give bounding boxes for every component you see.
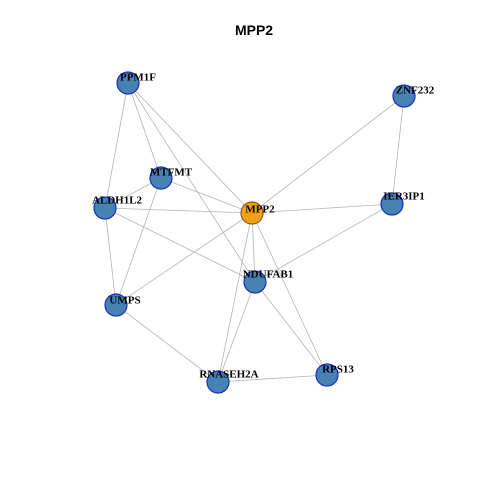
edge-aldh1l2-ndufab1 [104, 207, 256, 283]
edge-mpp2-rnaseh2a [217, 212, 253, 383]
node-label-mtfmt: MTFMT [150, 167, 193, 179]
node-aldh1l2[interactable] [93, 196, 117, 220]
node-ndufab1[interactable] [243, 270, 267, 294]
edge-znf232-ier3ip1 [391, 95, 405, 205]
edge-ndufab1-rnaseh2a [217, 281, 256, 383]
edge-ppm1f-aldh1l2 [104, 82, 129, 209]
edge-mtfmt-umps [115, 177, 162, 306]
edge-rnaseh2a-rps13 [217, 374, 328, 383]
node-label-ier3ip1: IER3IP1 [383, 191, 425, 203]
edge-mpp2-umps [115, 212, 253, 306]
diagram-title: MPP2 [235, 22, 273, 38]
edge-mpp2-rps13 [251, 212, 328, 376]
node-label-rnaseh2a: RNASEH2A [199, 369, 258, 381]
edge-ier3ip1-ndufab1 [254, 203, 393, 283]
edge-ppm1f-ndufab1 [127, 82, 256, 283]
node-label-ppm1f: PPM1F [120, 72, 156, 84]
edge-ppm1f-mtfmt [127, 82, 162, 179]
edge-mpp2-ier3ip1 [251, 203, 393, 214]
node-rnaseh2a[interactable] [206, 370, 230, 394]
node-mtfmt[interactable] [149, 166, 173, 190]
node-label-ndufab1: NDUFAB1 [243, 269, 294, 281]
node-label-umps: UMPS [109, 295, 140, 307]
node-layer [93, 71, 416, 394]
edge-aldh1l2-umps [104, 207, 117, 306]
node-ier3ip1[interactable] [380, 192, 404, 216]
node-label-mpp2: MPP2 [245, 204, 275, 216]
node-mpp2[interactable] [240, 201, 264, 225]
node-znf232[interactable] [392, 84, 416, 108]
node-umps[interactable] [104, 293, 128, 317]
edge-znf232-mpp2 [251, 95, 405, 214]
edge-layer [104, 82, 405, 383]
node-label-rps13: RPS13 [322, 364, 354, 376]
node-ppm1f[interactable] [116, 71, 140, 95]
node-rps13[interactable] [315, 363, 339, 387]
node-label-znf232: ZNF232 [396, 85, 435, 97]
edge-umps-rnaseh2a [115, 304, 219, 383]
node-label-aldh1l2: ALDH1L2 [92, 195, 143, 207]
edge-aldh1l2-mpp2 [104, 207, 253, 214]
edge-mtfmt-mpp2 [160, 177, 253, 214]
edge-ndufab1-rps13 [254, 281, 328, 376]
edge-ppm1f-mpp2 [127, 82, 253, 214]
